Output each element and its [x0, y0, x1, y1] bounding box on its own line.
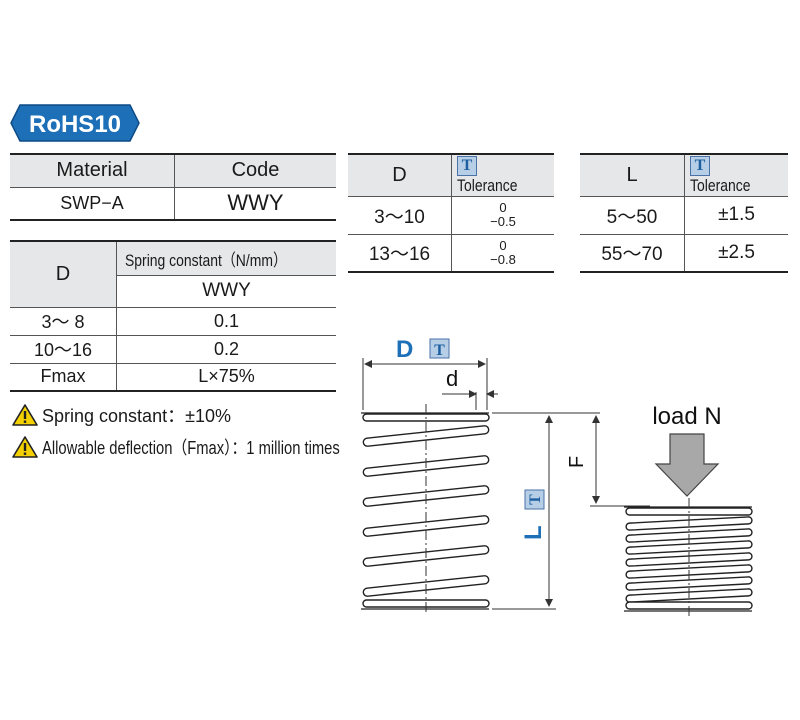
d-range-cell: 13〜16	[368, 244, 431, 266]
tol-upper: 0	[499, 237, 507, 253]
load-label: load N	[652, 403, 721, 430]
d-tolerance-cell: 0−0.5	[451, 196, 554, 235]
l-header: L	[580, 154, 685, 197]
tolerance-tag-letter: T	[527, 494, 544, 505]
tol-upper: 0	[499, 200, 507, 216]
spring-constant-header: Spring constant（N/mm）	[116, 241, 336, 276]
spring-constant-header-text: Spring constant（N/mm）	[125, 250, 287, 270]
spring-constant-table: D Spring constant（N/mm） WWY 3〜 8 0.1 10〜…	[10, 240, 336, 392]
spring-value-cell: 0.2	[116, 335, 336, 364]
warning-icon	[12, 404, 38, 426]
d-tolerance-header: TTolerance	[451, 154, 554, 197]
d-tolerance-table: D TTolerance 3〜10 0−0.5 13〜16 0−0.8	[348, 153, 554, 274]
tolerance-tag-icon: T	[457, 155, 477, 176]
rohs-badge-text: RoHS10	[29, 111, 121, 138]
load-arrow-icon	[654, 433, 720, 497]
outer-diameter-label: D	[396, 336, 413, 363]
length-label: L	[520, 525, 547, 540]
compressed-spring	[624, 506, 753, 612]
d-tolerance-cell: 0−0.8	[451, 234, 554, 273]
tol-lower: −0.8	[490, 251, 516, 267]
spring-d-cell: 3〜 8	[10, 307, 117, 336]
material-value: SWP−A	[60, 192, 124, 213]
fmax-value-cell: L×75%	[116, 363, 336, 391]
note-text: Spring constant：±10%	[42, 406, 231, 426]
material-header: Material	[10, 154, 175, 188]
code-header: Code	[174, 154, 336, 188]
spring-d-header: D	[10, 241, 117, 308]
l-range-cell: 5〜50	[580, 196, 685, 235]
l-range-cell: 55〜70	[601, 244, 663, 266]
note-text: Allowable deflection（Fmax）：1 million tim…	[42, 438, 340, 458]
material-table: Material Code SWP−A WWY	[10, 153, 336, 221]
spring-subheader: WWY	[116, 275, 336, 308]
l-tolerance-cell: ±1.5	[684, 196, 788, 235]
rohs-badge: RoHS10	[10, 104, 140, 142]
code-value: WWY	[174, 187, 336, 220]
l-tolerance-table: L TTolerance 5〜50 ±1.5 55〜70 ±2.5	[580, 153, 788, 274]
fmax-cell: Fmax	[40, 366, 86, 387]
warning-icon	[12, 436, 38, 458]
deflection-label: F	[566, 456, 588, 468]
free-spring	[361, 412, 490, 610]
tolerance-tag-icon	[524, 489, 545, 510]
note-allowable-deflection: Allowable deflection（Fmax）：1 million tim…	[12, 434, 405, 460]
tolerance-tag-icon	[429, 338, 450, 359]
tolerance-tag-letter: T	[434, 342, 445, 359]
d-range-cell: 3〜10	[348, 196, 452, 235]
spring-value-cell: 0.1	[116, 307, 336, 336]
note-spring-constant: Spring constant：±10%	[12, 402, 231, 428]
l-tolerance-header: TTolerance	[684, 154, 788, 197]
tolerance-label: Tolerance	[457, 175, 518, 195]
tolerance-label: Tolerance	[690, 175, 751, 195]
d-header: D	[348, 154, 452, 197]
l-tolerance-cell: ±2.5	[684, 234, 788, 273]
wire-diameter-label: d	[446, 366, 458, 391]
spring-d-cell: 10〜16	[10, 335, 117, 364]
tol-lower: −0.5	[490, 214, 516, 230]
